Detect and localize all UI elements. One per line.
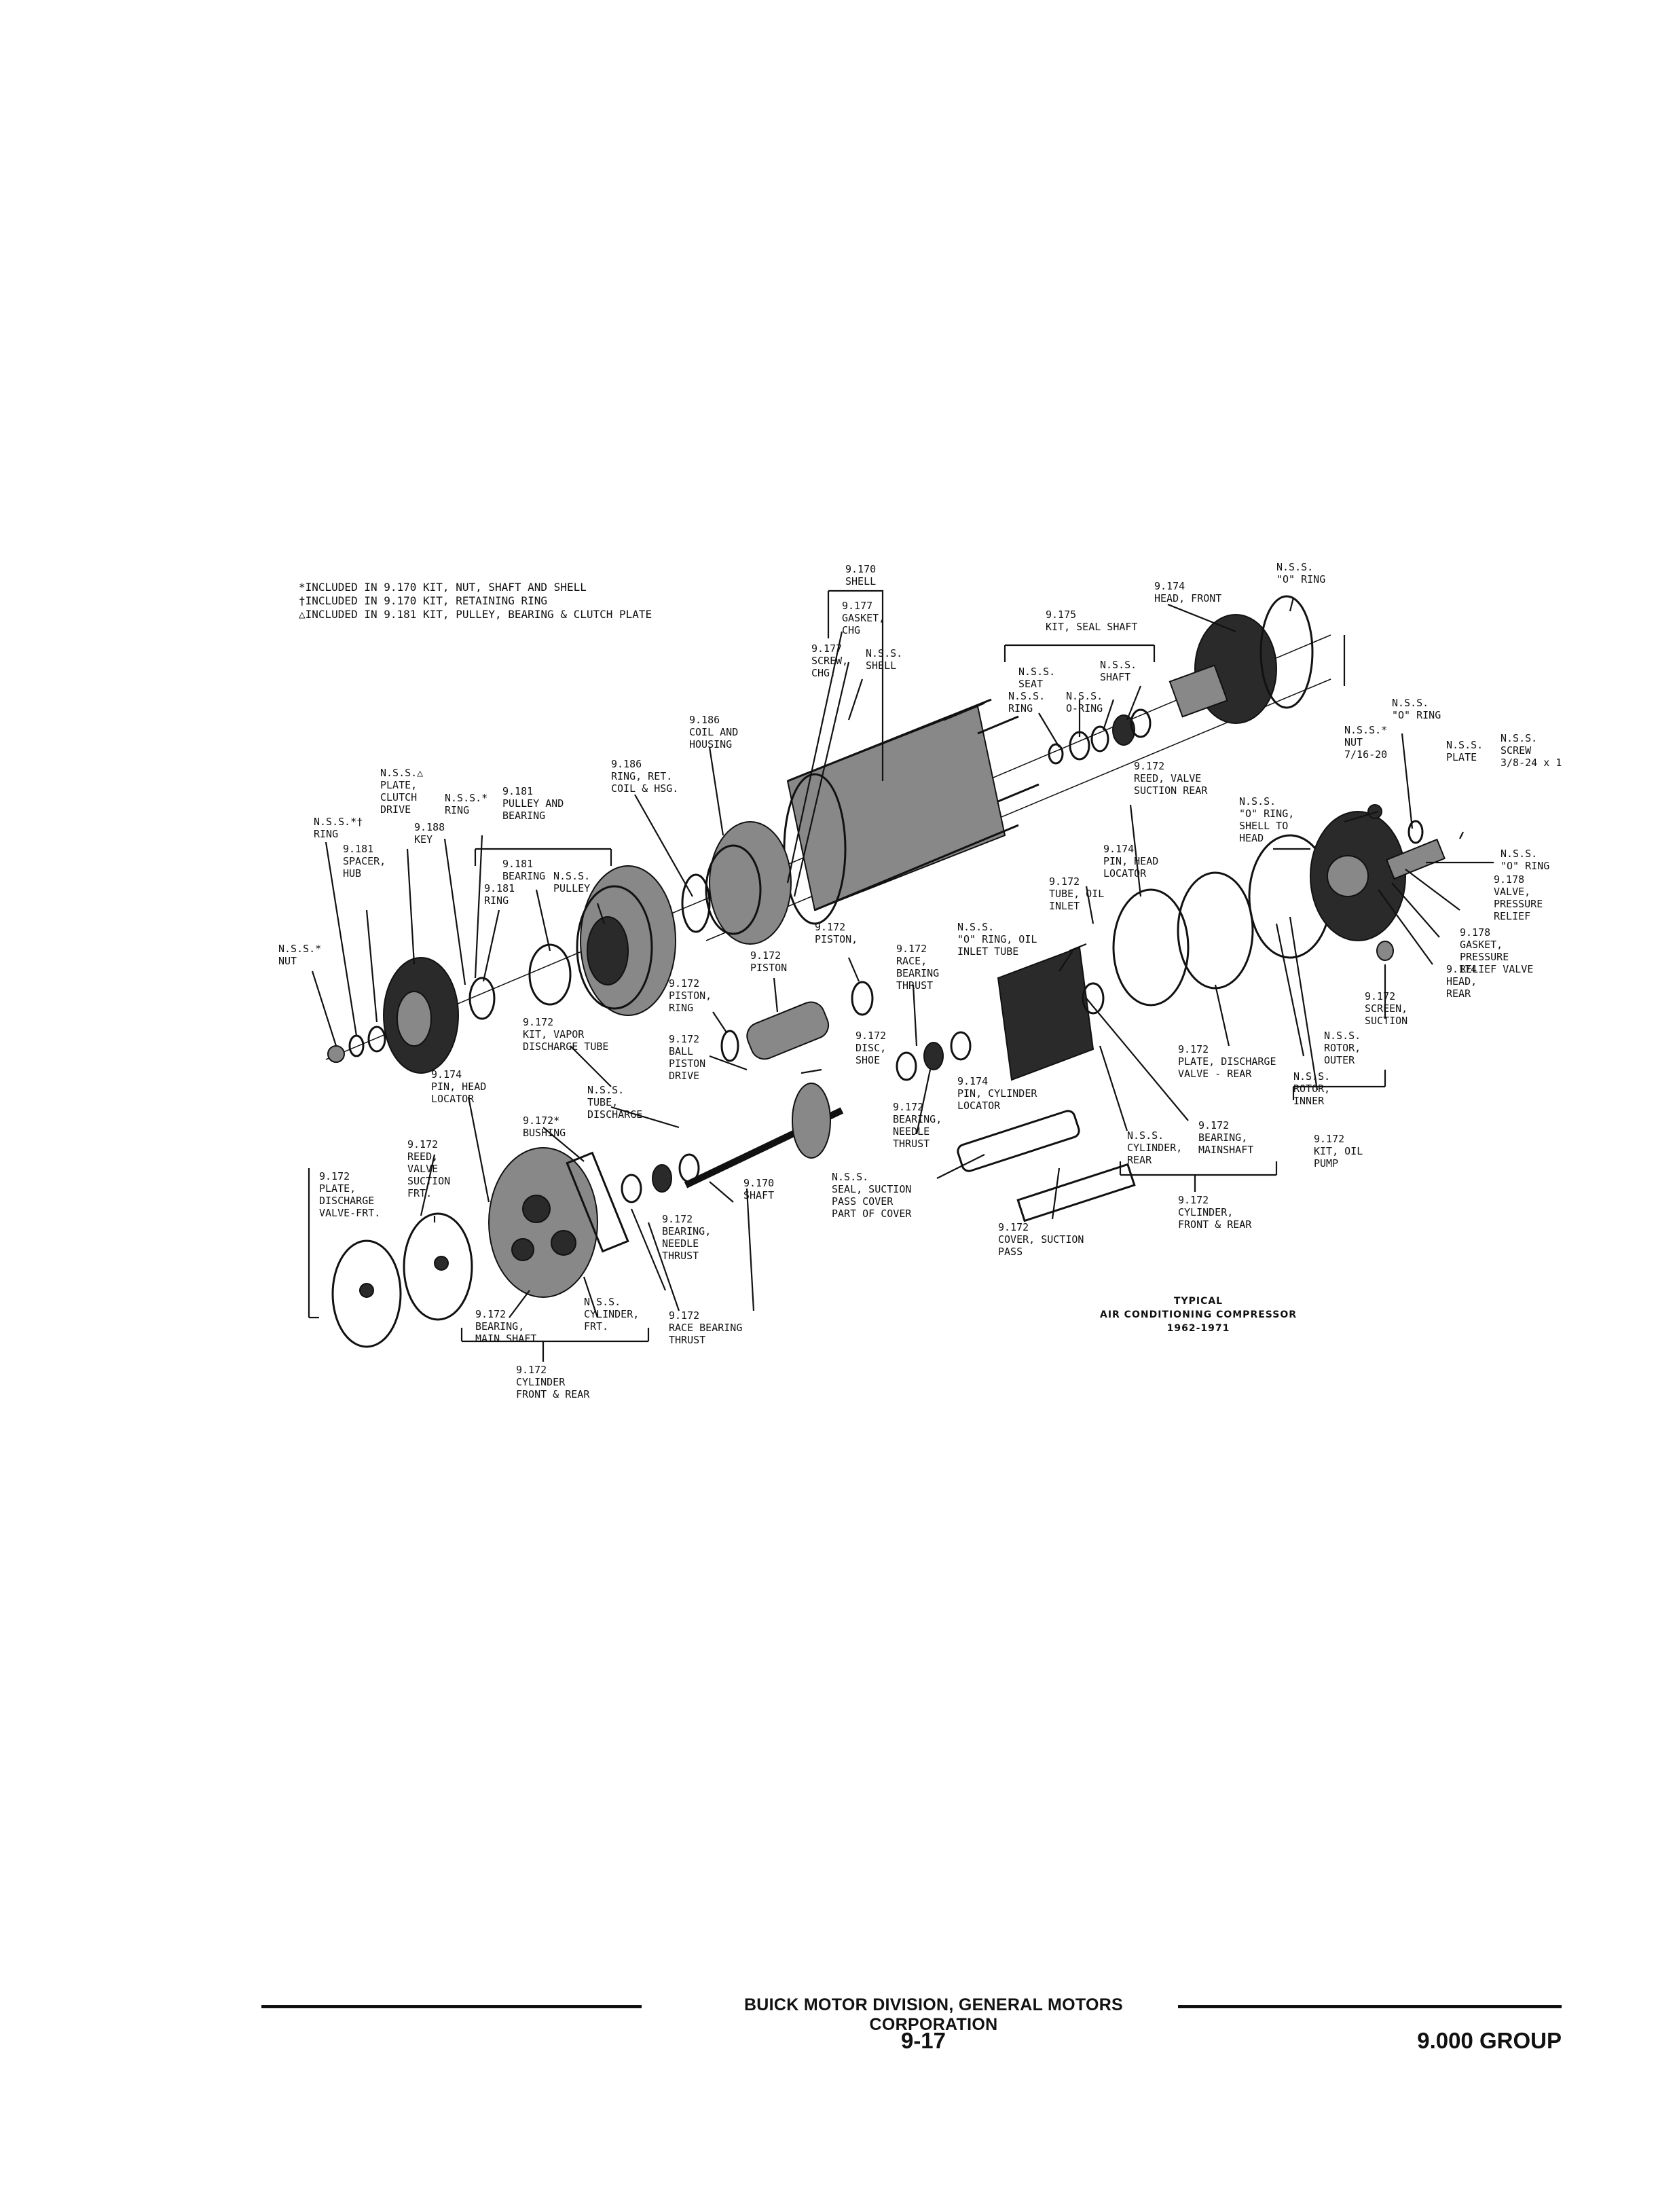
group-label: 9.000 GROUP — [1417, 2028, 1562, 2053]
caption-line-2: AIR CONDITIONING COMPRESSOR — [1100, 1309, 1297, 1320]
clutch-plate-part — [327, 957, 459, 1074]
callout-nss-o-ring-top: N.S.S."O" RING — [1276, 561, 1325, 585]
note-kit-9-181: △INCLUDED IN 9.181 KIT, PULLEY, BEARING … — [299, 608, 652, 621]
leader-lines — [308, 590, 1494, 1362]
pulley-part — [468, 865, 676, 1020]
callout-nss-rotor-inner: N.S.S.ROTOR,INNER — [1293, 1070, 1330, 1107]
callout-nss-seat: N.S.S.SEAT — [1018, 666, 1055, 690]
callout-nss-plate: N.S.S.PLATE — [1446, 739, 1483, 763]
callout-nss-shaft: N.S.S.SHAFT — [1100, 659, 1137, 683]
piston-part — [720, 981, 874, 1062]
valve-plates-front — [331, 1212, 473, 1348]
assembly-axis-line-rear — [705, 678, 1331, 941]
callout-nss-cylinder-rear: N.S.S.CYLINDER,REAR — [1127, 1129, 1182, 1166]
callout-nss-ring-seal: N.S.S.RING — [1008, 690, 1045, 714]
page-number: 9-17 — [900, 2028, 946, 2053]
front-head-part — [1168, 595, 1314, 724]
diagram-caption: TYPICAL AIR CONDITIONING COMPRESSOR 1962… — [1100, 1296, 1297, 1334]
callout-nss-rotor-outer: N.S.S.ROTOR,OUTER — [1324, 1030, 1361, 1066]
callout-nss-pulley: N.S.S.PULLEY — [553, 870, 590, 894]
callout-nss-cylinder-frt: N.S.S.CYLINDER,FRT. — [584, 1296, 639, 1332]
suction-cover-parts — [957, 1110, 1136, 1222]
callout-bushing: 9.172*BUSHING — [523, 1114, 566, 1139]
shell-part — [783, 698, 1039, 925]
cylinder-front-part — [488, 1147, 629, 1298]
coil-housing-part — [681, 821, 792, 945]
callout-nss-ring-clutch: N.S.S.*RING — [445, 792, 487, 816]
cylinder-rear-part — [997, 946, 1105, 1081]
footer-corporation: BUICK MOTOR DIVISION, GENERAL MOTORS COR… — [743, 1995, 1124, 2034]
callout-nss-shell: N.S.S.SHELL — [866, 647, 902, 672]
notes: *INCLUDED IN 9.170 KIT, NUT, SHAFT AND S… — [299, 581, 652, 621]
footer-rule-left — [261, 2005, 642, 2008]
note-kit-9-170: *INCLUDED IN 9.170 KIT, NUT, SHAFT AND S… — [299, 581, 587, 594]
parts — [325, 595, 1446, 1348]
note-retaining-ring: †INCLUDED IN 9.170 KIT, RETAINING RING — [299, 594, 547, 607]
caption-line-1: TYPICAL — [1174, 1296, 1223, 1307]
rear-head-parts — [1112, 804, 1446, 1007]
caption-line-3: 1962-1971 — [1167, 1323, 1230, 1334]
callout-nss-o-ring-right: N.S.S."O" RING — [1392, 697, 1441, 721]
callout-nss-nut-left: N.S.S.*NUT — [278, 943, 321, 967]
shaft-part — [684, 1083, 844, 1189]
callout-nss-o-ring-valve: N.S.S."O" RING — [1501, 848, 1549, 872]
callout-nss-ring-left: N.S.S.*†RING — [314, 816, 363, 840]
callout-nss-o-ring-seal: N.S.S.O-RING — [1066, 690, 1103, 714]
callout-nss-tube-discharge: N.S.S.TUBE,DISCHARGE — [587, 1084, 642, 1121]
thrust-bearing-parts — [621, 1031, 972, 1203]
footer-rule-right — [1178, 2005, 1562, 2008]
